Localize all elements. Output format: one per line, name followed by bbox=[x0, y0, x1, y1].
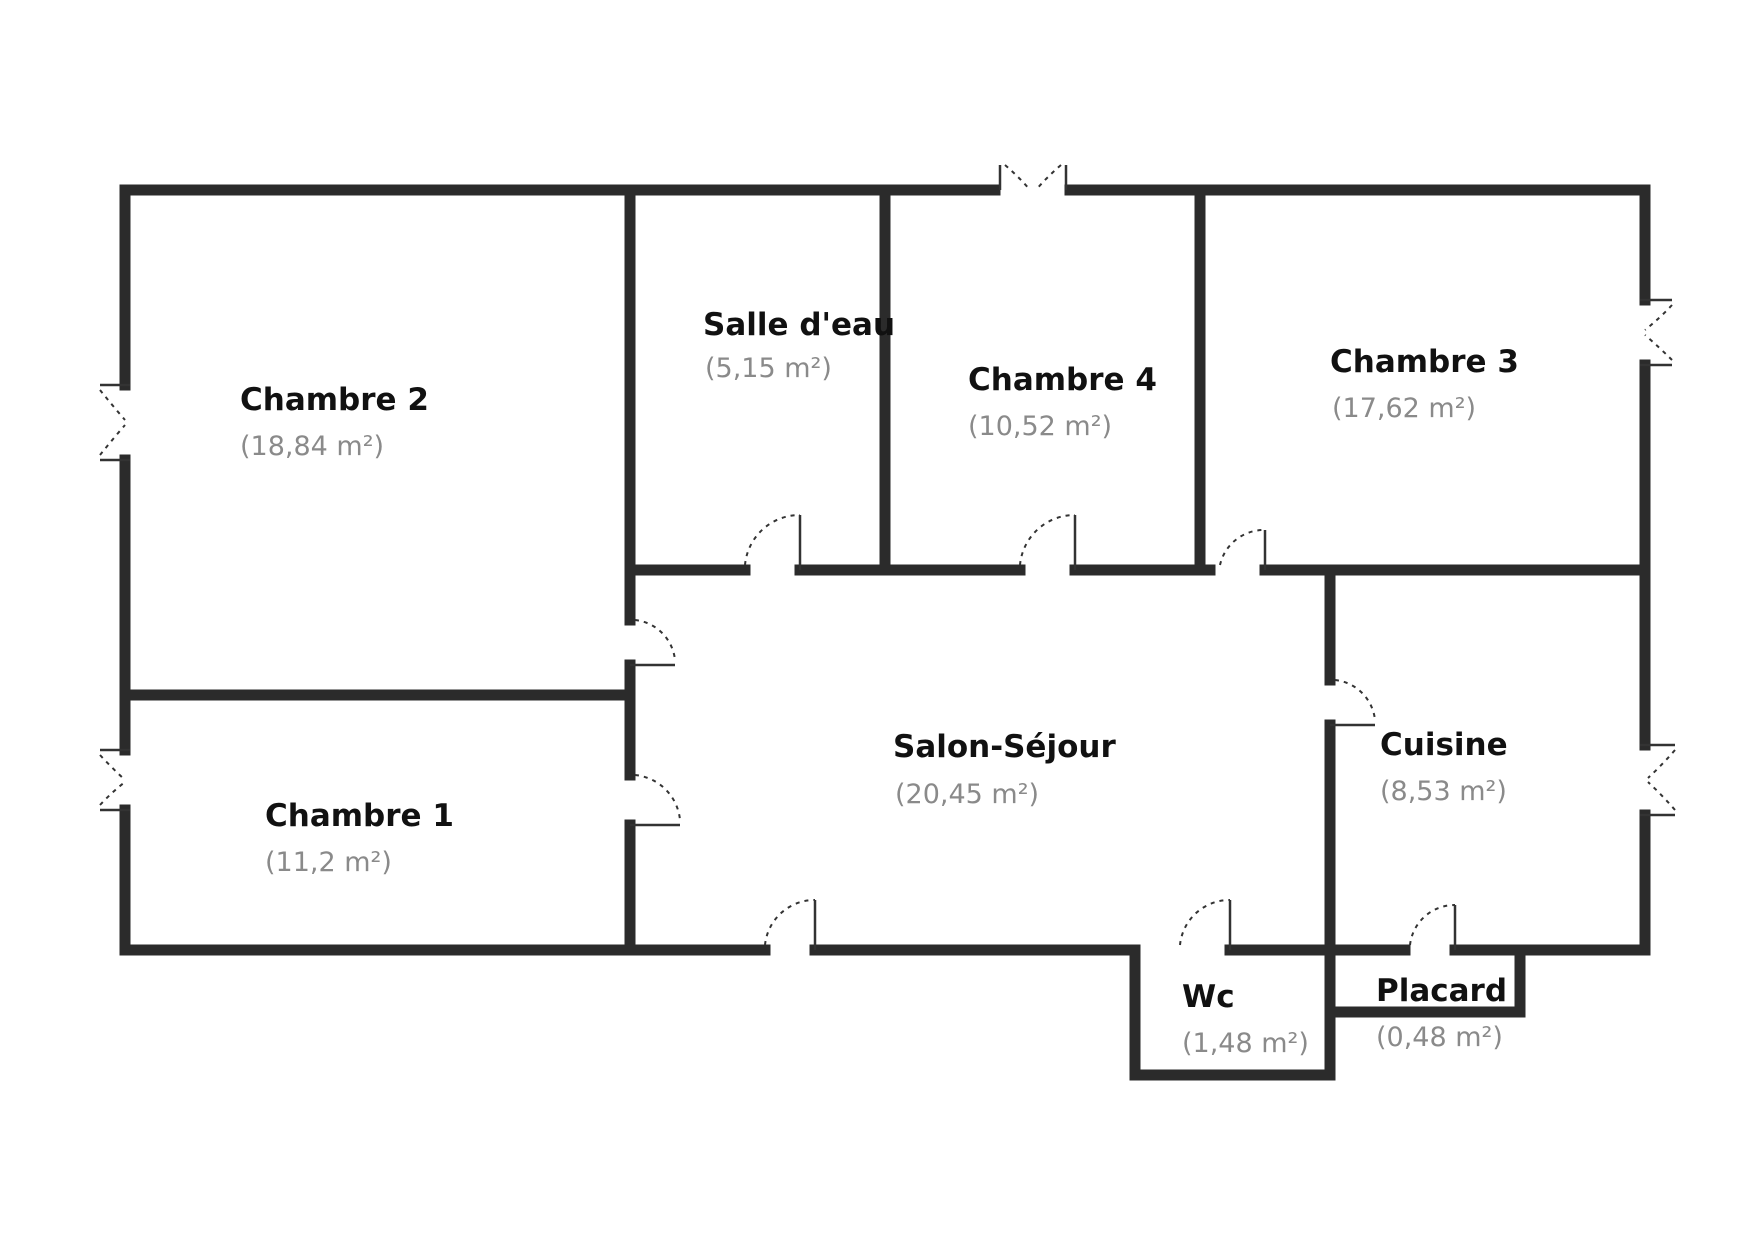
room-area-chambre-2: (18,84 m²) bbox=[240, 431, 384, 462]
room-name-salle-deau: Salle d'eau bbox=[703, 307, 895, 343]
room-name-wc: Wc bbox=[1182, 979, 1235, 1015]
room-area-salon-sejour: (20,45 m²) bbox=[895, 779, 1039, 810]
chambre-2-door[interactable] bbox=[630, 619, 676, 667]
room-name-placard: Placard bbox=[1376, 973, 1507, 1009]
room-area-cuisine: (8,53 m²) bbox=[1380, 776, 1507, 807]
window-chambre-2 bbox=[99, 383, 130, 462]
chambre-4-door[interactable] bbox=[1019, 513, 1077, 570]
room-name-chambre-4: Chambre 4 bbox=[968, 362, 1157, 398]
placard-door[interactable] bbox=[1409, 903, 1457, 950]
room-name-chambre-2: Chambre 2 bbox=[240, 382, 429, 418]
windows bbox=[99, 298, 1676, 817]
room-name-cuisine: Cuisine bbox=[1380, 727, 1508, 763]
room-area-placard: (0,48 m²) bbox=[1376, 1022, 1503, 1053]
room-area-chambre-1: (11,2 m²) bbox=[265, 847, 392, 878]
room-name-chambre-3: Chambre 3 bbox=[1330, 344, 1519, 380]
room-name-salon-sejour: Salon-Séjour bbox=[893, 729, 1116, 765]
doors bbox=[630, 164, 1457, 950]
wc-door[interactable] bbox=[1179, 898, 1232, 950]
room-labels: Chambre 2 (18,84 m²) Salle d'eau (5,15 m… bbox=[240, 307, 1519, 1059]
interior-walls bbox=[119, 184, 1651, 1081]
exterior-walls bbox=[119, 184, 1651, 1081]
chambre-1-door[interactable] bbox=[630, 774, 681, 827]
window-cuisine bbox=[1640, 743, 1676, 817]
salon-exit-door[interactable] bbox=[764, 898, 817, 950]
window-chambre-1 bbox=[99, 748, 130, 812]
salle-deau-door[interactable] bbox=[744, 513, 802, 570]
room-area-chambre-4: (10,52 m²) bbox=[968, 411, 1112, 442]
room-area-chambre-3: (17,62 m²) bbox=[1332, 393, 1476, 424]
room-name-chambre-1: Chambre 1 bbox=[265, 798, 454, 834]
chambre-3-door[interactable] bbox=[1219, 528, 1267, 570]
window-chambre-3 bbox=[1640, 298, 1673, 367]
room-area-wc: (1,48 m²) bbox=[1182, 1028, 1309, 1059]
room-area-salle-deau: (5,15 m²) bbox=[705, 353, 832, 384]
cuisine-door[interactable] bbox=[1330, 679, 1376, 727]
entry-door[interactable] bbox=[998, 164, 1068, 191]
